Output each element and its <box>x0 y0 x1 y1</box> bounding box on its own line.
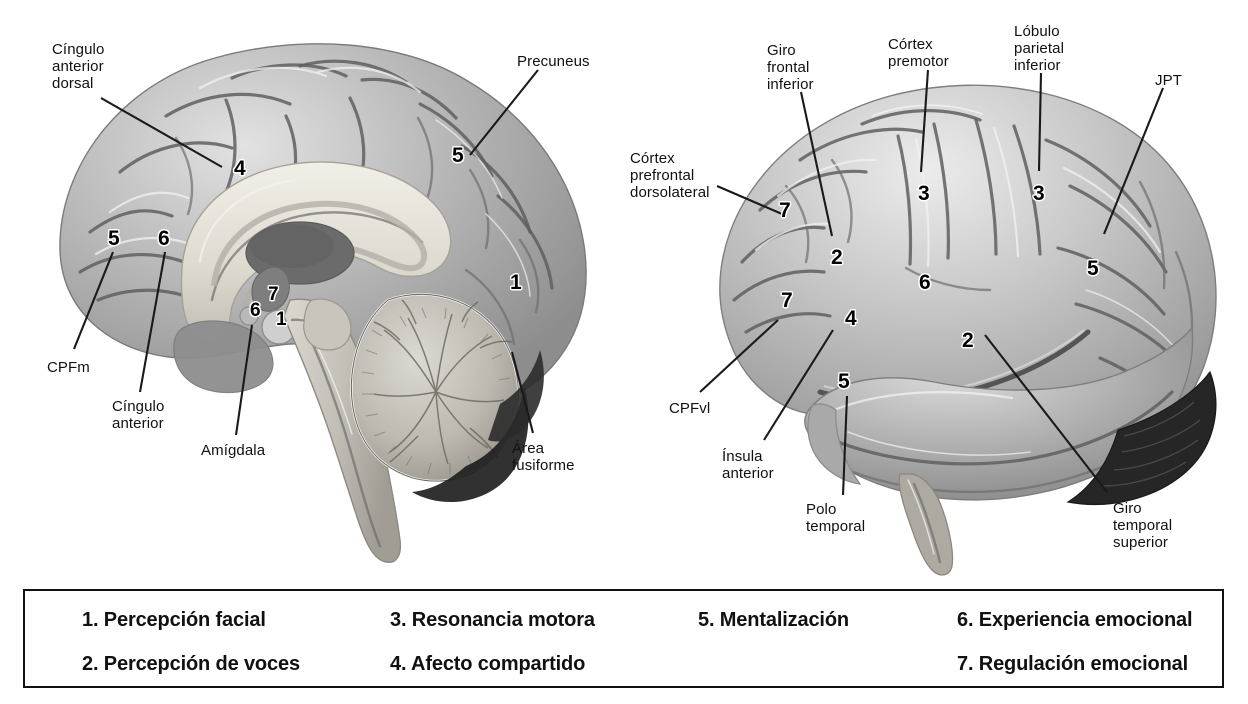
amygdala-structure <box>251 266 290 312</box>
label-cpfvl: CPFvl <box>669 400 711 417</box>
temporal-pole <box>807 403 862 485</box>
leader-lobulo-parietal-inferior <box>1037 72 1043 172</box>
marker-5-polo-temporal: 5 <box>838 370 850 393</box>
marker-3-premotor: 3 <box>918 182 930 205</box>
marker-5-jpt: 5 <box>1087 257 1099 280</box>
cerebellum-lateral <box>1066 370 1217 505</box>
legend-item-1: 1. Percepción facial <box>82 609 266 631</box>
leader-giro-temporal-superior <box>984 334 1108 493</box>
leader-amigdala <box>234 324 254 436</box>
label-precuneus: Precuneus <box>517 53 590 70</box>
leader-cortex-prefrontal-dorsolateral <box>716 185 783 215</box>
leader-precuneus <box>469 69 539 156</box>
marker-7-cpfdl: 7 <box>779 199 791 222</box>
leader-insula-anterior <box>763 329 834 441</box>
label-insula-anterior: Ínsula anterior <box>722 448 774 482</box>
cerebellum-shadow <box>412 386 529 503</box>
label-cingulo-anterior-dorsal: Cíngulo anterior dorsal <box>52 41 105 92</box>
label-cpfm: CPFm <box>47 359 90 376</box>
leader-cingulo-anterior-dorsal <box>100 97 223 168</box>
brainstem <box>283 298 402 563</box>
gyri-lateral-central <box>896 118 1042 292</box>
leader-giro-frontal-inferior <box>799 91 834 237</box>
amygdala-node <box>239 306 259 326</box>
legend-grid: 1. Percepción facial 2. Percepción de vo… <box>25 591 1222 686</box>
leader-jpt <box>1103 87 1164 235</box>
legend-item-7: 7. Regulación emocional <box>957 653 1189 675</box>
legend-item-5: 5. Mentalización <box>698 609 849 631</box>
left-brain-medial-view <box>59 43 587 563</box>
marker-7-cpfvl: 7 <box>781 289 793 312</box>
leader-cpfm <box>73 251 114 350</box>
legend-item-4: 4. Afecto compartido <box>390 653 586 675</box>
temporal-basal-mass <box>173 320 274 394</box>
marker-6-cingulo-anterior: 6 <box>158 227 170 250</box>
label-giro-frontal-inferior: Giro frontal inferior <box>767 42 814 93</box>
cerebellum <box>350 293 529 503</box>
leader-lines-left <box>73 69 539 436</box>
label-area-fusiforme: Área fusiforme <box>512 440 575 474</box>
leader-cortex-premotor <box>919 69 930 173</box>
legend-item-3: 3. Resonancia motora <box>390 609 595 631</box>
right-brain-lateral-view <box>699 69 1217 576</box>
label-cortex-premotor: Córtex premotor <box>888 36 949 70</box>
leader-polo-temporal <box>841 395 849 496</box>
leader-lines-right <box>699 69 1164 496</box>
legend-box: 1. Percepción facial 2. Percepción de vo… <box>23 589 1224 688</box>
leader-cpfvl <box>699 319 779 393</box>
leader-cingulo-anterior <box>138 251 167 393</box>
marker-7-subcortical: 7 <box>268 284 279 305</box>
label-cortex-prefrontal-dorsolateral: Córtex prefrontal dorsolateral <box>630 150 710 201</box>
marker-4-cingulo-dorsal: 4 <box>234 157 246 180</box>
marker-3-parietal-inferior: 3 <box>1033 182 1045 205</box>
label-polo-temporal: Polo temporal <box>806 501 866 535</box>
marker-5-cpfm: 5 <box>108 227 120 250</box>
marker-1-fusiforme: 1 <box>510 271 522 294</box>
marker-2-giro-frontal-inferior: 2 <box>831 246 843 269</box>
legend-item-6: 6. Experiencia emocional <box>957 609 1193 631</box>
label-giro-temporal-superior: Giro temporal superior <box>1113 500 1173 551</box>
marker-2-giro-temporal-superior: 2 <box>962 329 974 352</box>
brain-figure: .sul { fill:none; stroke:#5f5f5f; stroke… <box>47 23 1217 576</box>
brain-illustration-svg: .sul { fill:none; stroke:#5f5f5f; stroke… <box>59 43 1217 576</box>
label-amigdala: Amígdala <box>201 442 266 459</box>
legend-item-2: 2. Percepción de voces <box>82 653 300 675</box>
marker-6-amigdala: 6 <box>250 300 261 321</box>
label-jpt: JPT <box>1155 72 1182 89</box>
marker-5-precuneus: 5 <box>452 144 464 167</box>
label-cingulo-anterior: Cíngulo anterior <box>112 398 165 432</box>
marker-1-subcortical: 1 <box>276 309 287 330</box>
marker-6-lateral: 6 <box>919 271 931 294</box>
marker-4-insula: 4 <box>845 307 857 330</box>
gyri-medial <box>78 59 554 370</box>
leader-area-fusiforme <box>510 351 535 434</box>
label-lobulo-parietal-inferior: Lóbulo parietal inferior <box>1014 23 1064 74</box>
